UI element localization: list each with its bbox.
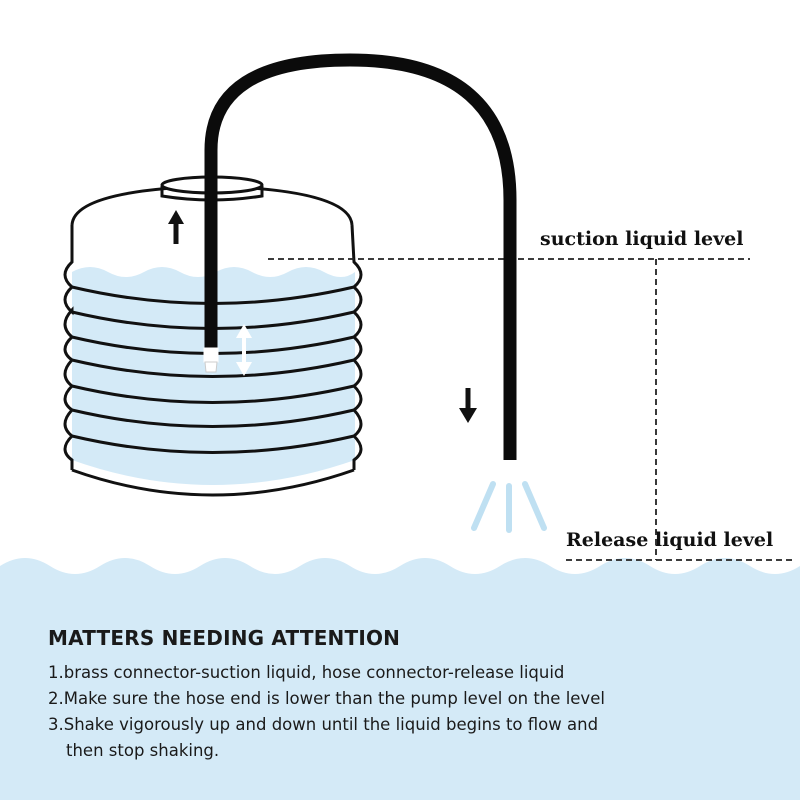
- down-arrow-icon: [459, 388, 477, 423]
- double-arrow-icon: [236, 324, 252, 376]
- release-water-body: [0, 558, 800, 800]
- release-level-label: Release liquid level: [566, 529, 774, 551]
- attention-notes: MATTERS NEEDING ATTENTION 1.brass connec…: [48, 626, 788, 764]
- notes-title: MATTERS NEEDING ATTENTION: [48, 626, 401, 650]
- note-item: 3.Shake vigorously up and down until the…: [48, 715, 599, 734]
- liquid-spray: [471, 481, 547, 533]
- up-arrow-icon: [168, 210, 184, 244]
- siphon-hose: [204, 53, 517, 460]
- note-item-continuation: then stop shaking.: [66, 741, 220, 760]
- note-item: 2.Make sure the hose end is lower than t…: [48, 689, 605, 708]
- suction-level-label: suction liquid level: [540, 228, 744, 250]
- brass-connector: [203, 347, 219, 373]
- note-item: 1.brass connector-suction liquid, hose c…: [48, 663, 565, 682]
